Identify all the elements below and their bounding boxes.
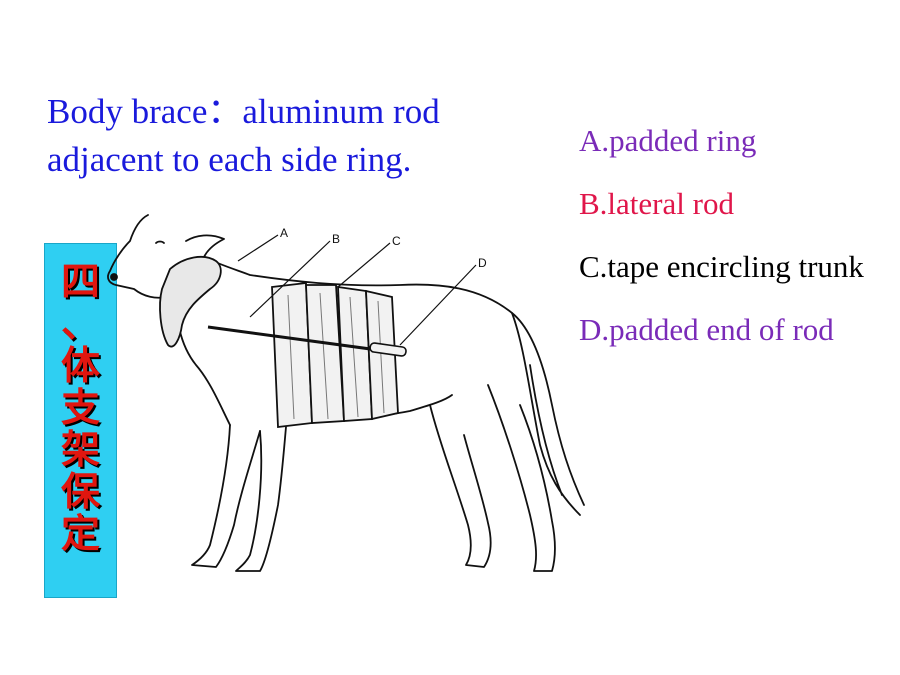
title-line-2: adjacent to each side ring.: [47, 140, 412, 179]
dog-body-brace-illustration: A B C D: [107, 214, 585, 572]
callout-label-a: A: [280, 226, 288, 240]
slide-title: Body brace：aluminum rod adjacent to each…: [47, 88, 547, 184]
callout-label-d: D: [478, 256, 487, 270]
legend-item-d: D.padded end of rod: [579, 309, 879, 350]
dog-head-outline: [107, 214, 179, 299]
callout-label-c: C: [392, 234, 401, 248]
side-char: 体: [60, 344, 100, 389]
dog-hind-leg-1: [429, 404, 492, 568]
side-label-text: 四 、 体 支 架 保 定: [45, 262, 116, 556]
dog-tail: [511, 312, 581, 516]
legend-text-a: A.padded ring: [579, 123, 757, 158]
dog-back-outline: [203, 256, 585, 506]
callout-line-a: [237, 234, 279, 262]
dog-ear: [185, 234, 225, 258]
padded-ring: [159, 255, 222, 348]
side-char: 架: [60, 428, 100, 473]
side-label-box: 四 、 体 支 架 保 定: [44, 243, 117, 598]
callout-line-c: [337, 242, 391, 288]
side-char: 定: [60, 512, 100, 557]
legend-list: A.padded ring B.lateral rod C.tape encir…: [579, 120, 879, 372]
lateral-rod: [207, 325, 401, 355]
dog-nose: [110, 273, 118, 281]
tape-crease: [287, 292, 385, 420]
side-char: 支: [60, 386, 100, 431]
legend-text-c: C.tape encircling trunk: [579, 249, 864, 284]
legend-text-b: B.lateral rod: [579, 186, 734, 221]
side-char: 、: [60, 302, 100, 347]
dog-front-leg-1: [191, 424, 261, 568]
side-char: 四: [60, 260, 100, 305]
dog-eye: [155, 240, 165, 244]
callout-line-b: [249, 240, 331, 318]
legend-item-b: B.lateral rod: [579, 183, 879, 224]
legend-item-a: A.padded ring: [579, 120, 879, 161]
dog-front-leg-2: [235, 426, 287, 572]
dog-hind-leg-2: [487, 384, 556, 572]
callout-label-b: B: [332, 232, 340, 246]
tape-band: [365, 289, 399, 421]
title-line-1: Body brace：aluminum rod: [47, 92, 440, 131]
legend-text-d: D.padded end of rod: [579, 312, 834, 347]
callout-line-d: [399, 264, 477, 346]
padded-rod-end: [369, 342, 407, 357]
legend-item-c: C.tape encircling trunk: [579, 246, 879, 287]
side-char: 保: [60, 470, 100, 515]
